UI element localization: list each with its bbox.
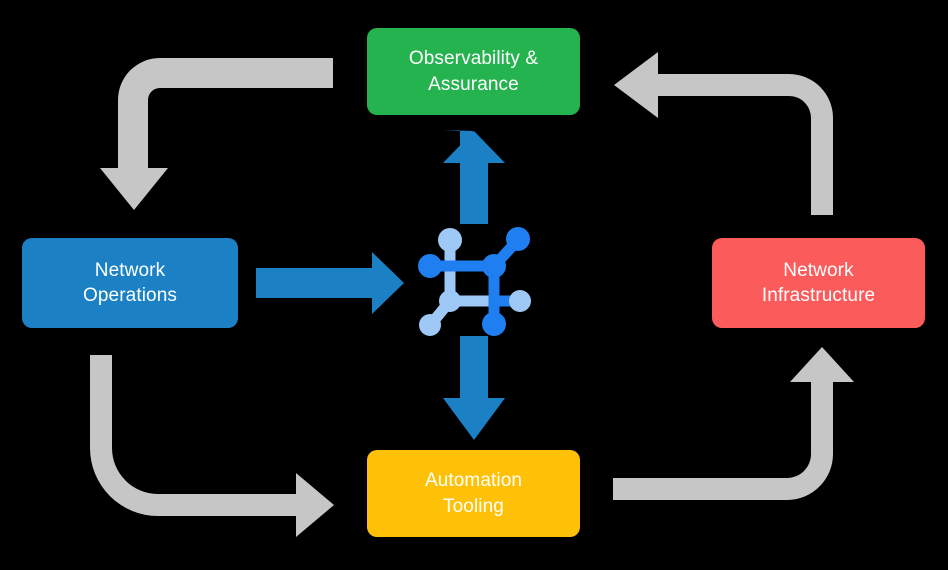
node-infrastructure-label-line2: Infrastructure	[761, 285, 876, 306]
node-network-infrastructure[interactable]: Network Infrastructure	[712, 238, 925, 328]
node-automation-label-line1: Automation	[424, 470, 523, 492]
node-observability-label: Observability & Assurance	[409, 46, 538, 96]
gray-arrow-automation-to-infrastructure	[613, 347, 854, 500]
network-topology-icon	[418, 227, 531, 336]
blue-arrow-operations-to-center	[256, 252, 404, 314]
gray-arrow-operations-to-automation	[90, 355, 334, 537]
node-automation-tooling[interactable]: Automation Tooling	[367, 450, 580, 537]
node-operations-label-line2: Operations	[83, 285, 177, 306]
node-automation-label: Automation Tooling	[425, 468, 522, 518]
blue-arrow-center-to-observability-body	[443, 131, 505, 224]
node-infrastructure-label: Network Infrastructure	[762, 258, 875, 308]
network-icon-secondary-nodes	[419, 228, 531, 336]
node-observability-label-line2: Assurance	[428, 73, 519, 95]
node-observability-assurance[interactable]: Observability & Assurance	[367, 28, 580, 115]
gray-arrow-observability-to-operations	[100, 58, 333, 210]
node-automation-label-line2: Tooling	[443, 495, 504, 517]
node-operations-label-line1: Network	[94, 259, 166, 281]
node-infrastructure-label-line1: Network	[783, 259, 854, 281]
node-observability-label-line1: Observability &	[408, 48, 539, 70]
gray-arrow-infrastructure-to-observability	[614, 52, 833, 215]
network-icon-primary-nodes	[418, 227, 530, 336]
node-operations-label: Network Operations	[83, 258, 177, 308]
network-icon-secondary-links	[426, 234, 500, 329]
node-network-operations[interactable]: Network Operations	[22, 238, 238, 328]
blue-arrow-center-to-automation	[443, 336, 505, 440]
